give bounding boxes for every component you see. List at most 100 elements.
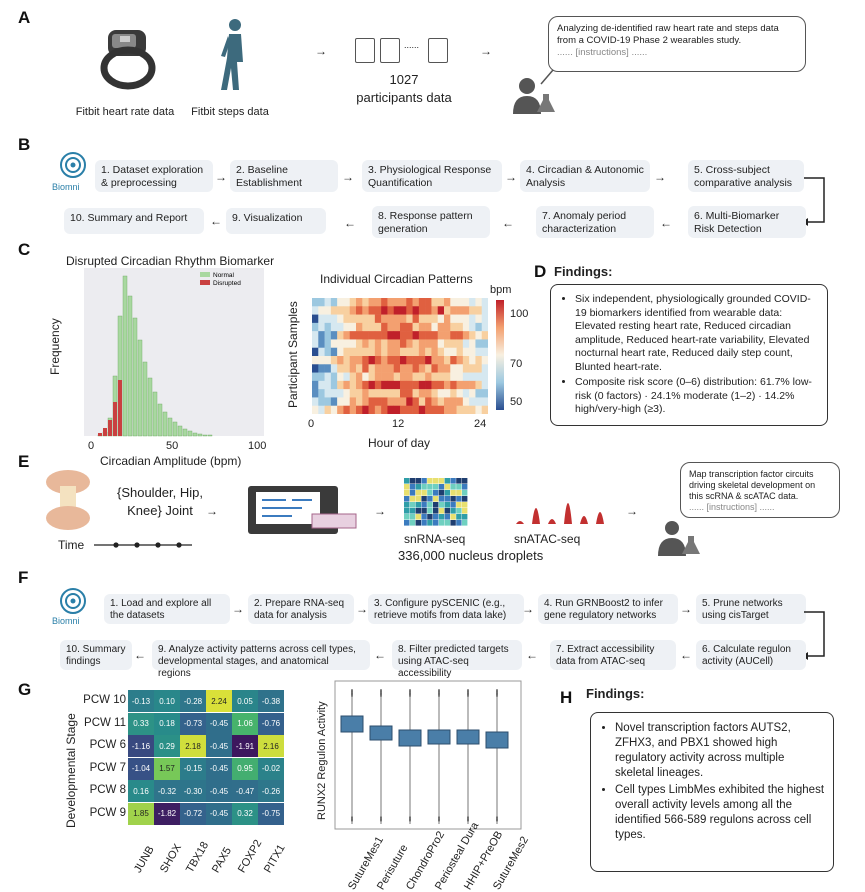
arrow-left-icon: ←	[374, 648, 386, 662]
heatmap-cell	[324, 356, 332, 365]
heatmap-cell	[475, 364, 483, 373]
grid-cell	[433, 508, 439, 514]
heatmap-cell	[481, 356, 488, 365]
arrow-left-icon: ←	[680, 648, 692, 662]
heatmap-cell	[481, 314, 488, 324]
heatmap-cell	[393, 356, 401, 365]
legend-normal-swatch	[200, 272, 210, 277]
heatmap-cell	[431, 397, 439, 407]
grid-cell	[415, 484, 421, 490]
f-step-9: 9. Analyze activity patterns across cell…	[152, 640, 370, 679]
heatmap-cell	[368, 298, 376, 307]
biomni-logo-icon	[60, 152, 86, 178]
heatmap-cell	[318, 347, 325, 357]
heatmap-cell	[444, 347, 451, 357]
heatmap-cell	[381, 397, 388, 407]
heatmap-cell	[431, 306, 439, 315]
heatmap-cell	[475, 347, 483, 357]
g-col-label: TBX18	[184, 839, 212, 875]
heatmap-cell	[462, 397, 470, 407]
d-finding-1: Six independent, physiologically grounde…	[575, 293, 819, 374]
heatmap-cell	[368, 314, 376, 324]
f-step-10: 10. Summary findings	[60, 640, 132, 670]
heatmap-cell	[425, 380, 432, 390]
document-icon	[380, 38, 400, 63]
heatmap-cell	[381, 331, 388, 340]
heatmap-cell	[475, 306, 483, 315]
g-row-label: PCW 7	[89, 761, 126, 774]
sequencer-icon	[248, 486, 357, 534]
heatmap-cell	[469, 322, 476, 332]
heatmap-cell	[368, 339, 376, 349]
heatmap-cell	[374, 339, 382, 349]
heatmap-cell	[450, 364, 457, 373]
heatmap-cell	[450, 306, 457, 315]
box-outlier	[351, 819, 353, 822]
heatmap-cell	[393, 389, 401, 398]
heatmap-cell	[312, 331, 319, 340]
heatmap-cell	[387, 306, 395, 315]
cbar-tick-100: 100	[510, 308, 529, 320]
grid-cell	[409, 490, 416, 496]
heatmap-cell	[418, 364, 426, 373]
arrow-left-icon: ←	[660, 216, 672, 230]
heatmap-cell	[462, 306, 470, 315]
heatmap-cell	[324, 372, 332, 382]
prompt-bubble-e: Map transcription factor circuits drivin…	[680, 462, 840, 518]
g-heat-cell: 0.10	[154, 690, 180, 712]
heatmap-cell	[412, 380, 420, 390]
heatmap-cell	[431, 298, 439, 307]
heatmap-cell	[431, 372, 439, 382]
panel-f-letter: F	[18, 568, 29, 587]
heatmap-cell	[312, 380, 319, 390]
g-row-label: PCW 11	[84, 716, 126, 729]
arrow-right-icon: →	[315, 44, 327, 58]
heat-c-title: Individual Circadian Patterns	[320, 272, 473, 286]
g-row-label: PCW 10	[83, 694, 126, 706]
g-heat-cell: -0.28	[180, 690, 206, 712]
heat-c-xtick-12: 12	[392, 418, 405, 430]
box-body	[485, 731, 509, 749]
heatmap-cell	[349, 347, 357, 357]
heatmap-cell	[456, 356, 464, 365]
arrow-right-icon: →	[215, 170, 227, 184]
heatmap-cell	[356, 356, 363, 365]
heatmap-cell	[469, 389, 476, 398]
g-heat-ylabel: Developmental Stage	[64, 713, 78, 828]
heatmap-cell	[374, 397, 382, 407]
snrna-grid-icon	[404, 478, 468, 526]
grid-cell	[456, 514, 462, 520]
heatmap-cell	[444, 397, 451, 407]
smartwatch-icon	[100, 30, 156, 90]
heatmap-cell	[437, 356, 445, 365]
heatmap-cell	[469, 364, 476, 373]
heatmap-cell	[324, 364, 332, 373]
hist-ylabel: Frequency	[48, 318, 62, 375]
heatmap-cell	[425, 339, 432, 349]
g-row-label: PCW 9	[89, 806, 126, 819]
heatmap-cell	[481, 405, 488, 414]
heat-c-xlabel: Hour of day	[368, 436, 431, 450]
heatmap-cell	[425, 306, 432, 315]
grid-cell	[427, 478, 433, 484]
heat-c-xtick-0: 0	[308, 418, 315, 430]
box-outlier	[496, 819, 498, 822]
heatmap-cell	[437, 397, 445, 407]
heatmap-cell	[475, 331, 483, 340]
heatmap-cell	[393, 397, 401, 407]
heatmap-cell	[456, 331, 464, 340]
heatmap-cell	[450, 389, 457, 398]
heatmap-cell	[406, 331, 413, 340]
heatmap-cell	[469, 347, 476, 357]
heatmap-cell	[400, 372, 407, 382]
b-step-10: 10. Summary and Report	[64, 208, 204, 234]
heatmap-cell	[318, 339, 325, 349]
heatmap-cell	[349, 322, 357, 332]
heatmap-cell	[406, 389, 413, 398]
heatmap-cell	[374, 364, 382, 373]
heatmap-cell	[362, 347, 369, 357]
heatmap-cell	[368, 364, 376, 373]
heatmap-cell	[431, 322, 439, 332]
box-outlier	[380, 695, 382, 697]
heatmap-cell	[330, 364, 338, 373]
